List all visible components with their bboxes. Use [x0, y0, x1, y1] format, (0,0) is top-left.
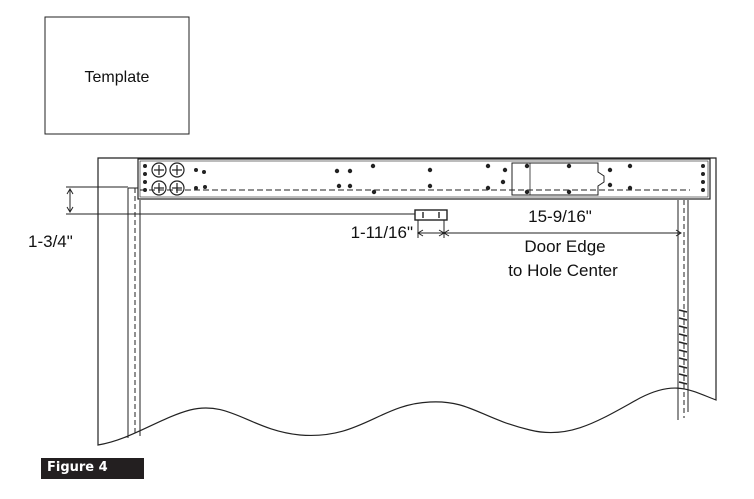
figure-label-tab: Figure 4: [41, 458, 144, 477]
small-horizontal-dimension: [417, 220, 445, 238]
hole-marker: [414, 209, 448, 221]
figure-label: Figure 4: [47, 460, 108, 475]
figure-label-rule: [41, 477, 144, 479]
vertical-dimension-label: 1-3/4": [28, 232, 73, 251]
plate-large-holes: [151, 162, 185, 196]
small-horizontal-dimension-label: 1-11/16": [351, 223, 413, 242]
mounting-plate-inner: [139, 160, 709, 198]
door-frame-outline: [97, 157, 717, 446]
door-edge-note-line1: Door Edge: [524, 237, 605, 256]
vertical-dimension: [66, 186, 415, 215]
plate-small-holes: [143, 163, 705, 195]
template-box: [44, 16, 190, 135]
long-horizontal-dimension-label: 15-9/16": [528, 207, 592, 226]
plate-cutout: [511, 162, 605, 196]
template-label: Template: [85, 69, 150, 86]
right-edge-hatching: [678, 309, 688, 385]
long-horizontal-dimension: [443, 229, 682, 237]
door-edge-note-line2: to Hole Center: [508, 261, 618, 280]
mounting-plate: [137, 158, 711, 200]
